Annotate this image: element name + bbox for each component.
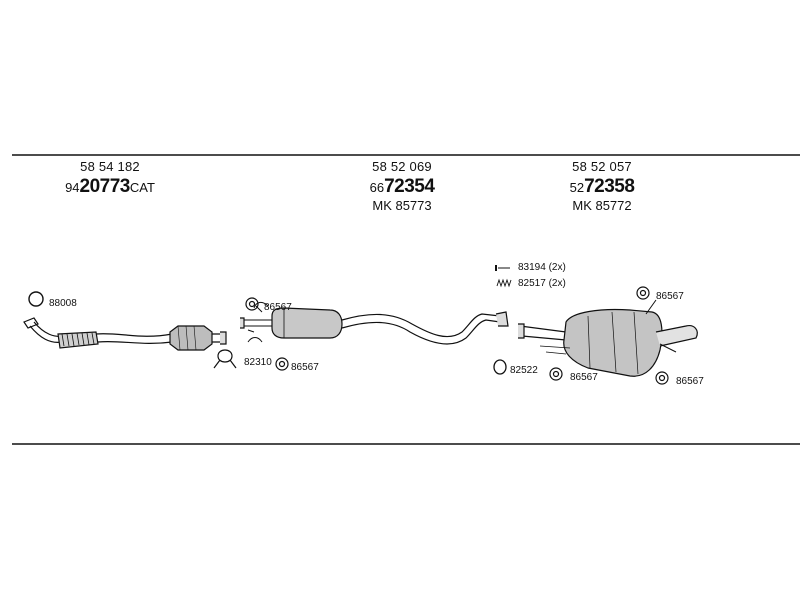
- callout-hanger-rear-top: 86567: [656, 291, 684, 302]
- part-mk-number: MK 85773: [372, 198, 432, 213]
- rear-silencer: [518, 299, 698, 377]
- callout-hanger-middle-right: 86567: [291, 362, 319, 373]
- callout-spring: 82517 (2x): [518, 278, 566, 289]
- callout-gasket-rear: 82522: [510, 365, 538, 376]
- part-code: 9420773CAT: [65, 176, 155, 197]
- callout-bolt: 83194 (2x): [518, 262, 566, 273]
- spring-icon: [496, 278, 512, 288]
- part-code: 5272358: [569, 176, 635, 197]
- middle-silencer-pipe: [240, 301, 509, 345]
- gasket-ring-rear-icon: [493, 359, 507, 375]
- gasket-ring-front-icon: [28, 291, 44, 307]
- part-ref-number: 58 52 069: [372, 159, 432, 174]
- hanger-rear-top-icon: [636, 286, 650, 300]
- callout-hanger-middle-top: 86567: [264, 302, 292, 313]
- part-ref-number: 58 54 182: [80, 159, 140, 174]
- callout-gasket-front: 88008: [49, 298, 77, 309]
- part-ref-number: 58 52 057: [572, 159, 632, 174]
- part-header-middle: 58 52 069 6672354 MK 85773: [350, 160, 454, 212]
- front-pipe-catalyst: [23, 317, 227, 351]
- hanger-rear-bottom-left-icon: [549, 367, 563, 381]
- part-mk-number: MK 85772: [572, 198, 632, 213]
- part-header-front: 58 54 182 9420773CAT: [58, 160, 162, 199]
- callout-hanger-rear-bottom-right: 86567: [676, 376, 704, 387]
- hanger-middle-top-icon: [245, 297, 259, 311]
- hanger-middle-right-icon: [275, 357, 289, 371]
- hanger-rear-bottom-right-icon: [655, 371, 669, 385]
- clamp-middle-icon: [213, 329, 263, 369]
- callout-hanger-rear-bottom-left: 86567: [570, 372, 598, 383]
- callout-clamp-middle: 82310: [244, 357, 272, 368]
- part-header-rear: 58 52 057 5272358 MK 85772: [550, 160, 654, 212]
- bolt-icon: [495, 265, 510, 271]
- part-code: 6672354: [369, 176, 435, 197]
